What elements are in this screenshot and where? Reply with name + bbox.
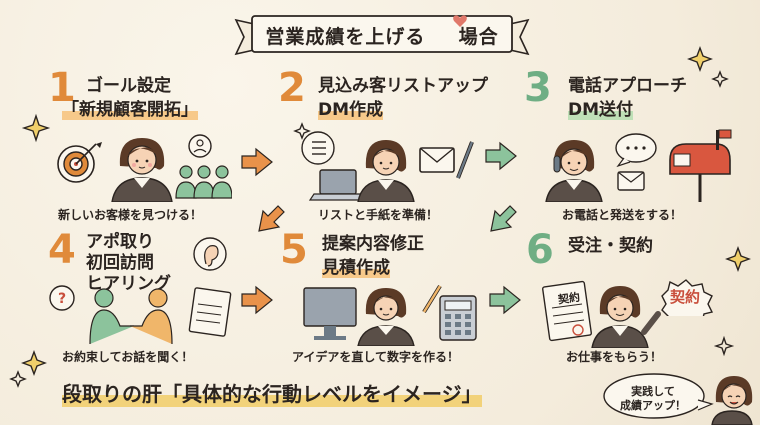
step-1-title-line1: ゴール設定 [86, 76, 171, 96]
businesswoman-icon [711, 376, 753, 425]
sparkle-icon [687, 46, 713, 72]
banner-ribbon-icon [234, 15, 530, 56]
step-2-title-line2: DM作成 [318, 100, 384, 120]
pencil-icon [422, 284, 442, 314]
step-1-illustration [57, 134, 232, 202]
businesswoman-on-phone-icon [545, 140, 603, 202]
sparkle-icon [9, 370, 27, 388]
step-4-title-line2: 初回訪問 [86, 253, 154, 273]
customer-group-icon [175, 134, 232, 199]
step-1-title-line2: 「新規顧客開拓」 [62, 100, 198, 120]
target-icon [57, 142, 102, 183]
corner-character-illustration [603, 373, 753, 425]
step-5-illustration [303, 284, 477, 346]
speech-bubble-icon [615, 133, 657, 168]
step-1-caption: 新しいお客様を見つける！ [58, 208, 203, 222]
envelope-icon [419, 147, 455, 173]
mailbox-icon [669, 129, 732, 202]
envelope-icon [617, 171, 645, 191]
sparkle-icon [21, 113, 51, 143]
speech-bubble-icon [603, 373, 714, 419]
step-4-illustration: ? [49, 237, 232, 344]
step-5-caption: アイデアを直して数字を作る！ [292, 350, 460, 364]
step-5-title-line2: 見積作成 [322, 258, 390, 278]
ear-icon [193, 237, 227, 271]
step-2-number: 2 [278, 65, 306, 111]
businesswoman-icon [111, 138, 173, 202]
step-2-title-line1: 見込み客リストアップ [318, 76, 488, 96]
speech-bubble-text: 実践して 成績アップ！ [606, 380, 700, 420]
arrow-down-left-icon [490, 205, 517, 232]
monitor-icon [303, 287, 357, 340]
step-2-subtitle: DM作成 [318, 100, 384, 121]
title-suffix: 場合 [458, 26, 499, 48]
step-6-title-line1: 受注・契約 [568, 236, 653, 256]
step-4-number: 4 [48, 227, 76, 273]
step-3-illustration [545, 129, 732, 202]
arrow-right-icon [489, 285, 521, 315]
arrow-down-left-icon [258, 205, 285, 232]
bottom-banner: 段取りの肝「具体的な行動レベルをイメージ」 [62, 378, 482, 407]
step-5-title: 提案内容修正 [322, 234, 424, 255]
step-1-title: ゴール設定 [86, 76, 171, 97]
step-3-title-line1: 電話アプローチ [568, 76, 687, 96]
list-icon [301, 131, 335, 165]
sparkle-icon [713, 335, 735, 357]
calculator-icon [439, 295, 477, 341]
handshake-icon [89, 288, 173, 344]
contract-badge-burst-icon [661, 279, 714, 316]
step-5-title-line1: 提案内容修正 [322, 234, 424, 254]
page-title: 営業成績を上げる 場合 [232, 22, 532, 49]
svg-text:?: ? [58, 291, 66, 307]
step-3-subtitle: DM送付 [568, 100, 634, 121]
step-3-caption: お電話と発送をする！ [562, 208, 683, 222]
step-5-subtitle: 見積作成 [322, 258, 390, 279]
sparkle-icon [293, 122, 311, 140]
step-2-caption: リストと手紙を準備！ [318, 208, 439, 222]
arrow-right-icon [241, 147, 273, 177]
step-3-number: 3 [524, 65, 552, 111]
businesswoman-icon [591, 286, 661, 348]
title-main: 営業成績を上げる [265, 26, 426, 48]
speech-bubble-line2: 成績アップ！ [620, 399, 686, 412]
step-1-subtitle: 「新規顧客開拓」 [62, 100, 198, 121]
step-4-caption: お約束してお話を聞く！ [62, 350, 194, 364]
speech-bubble-line1: 実践して [631, 385, 675, 398]
pen-icon [456, 141, 474, 179]
step-2-illustration [301, 131, 474, 202]
sparkle-icon [711, 70, 729, 88]
step-6-title: 受注・契約 [568, 236, 653, 257]
notepad-icon [188, 287, 232, 337]
step-6-number: 6 [526, 227, 554, 273]
step-3-title: 電話アプローチ [568, 76, 687, 97]
step-6-illustration [542, 280, 661, 348]
arrow-right-icon [241, 285, 273, 315]
step-6-caption: お仕事をもらう！ [566, 350, 663, 364]
sparkle-icon [725, 246, 751, 272]
arrow-right-icon [485, 141, 517, 171]
title-banner: 営業成績を上げる 場合 [232, 10, 532, 58]
businesswoman-icon [357, 288, 415, 346]
businesswoman-icon [357, 140, 415, 202]
step-3-title-line2: DM送付 [568, 100, 634, 120]
step-5-number: 5 [280, 227, 308, 273]
question-bubble-icon: ? [49, 285, 75, 311]
contract-badge: 契約 [670, 288, 701, 306]
contract-document-icon [542, 280, 592, 342]
step-2-title: 見込み客リストアップ [318, 76, 488, 97]
sparkle-icon [21, 350, 47, 376]
step-4-title-line1: アポ取り [86, 232, 154, 252]
